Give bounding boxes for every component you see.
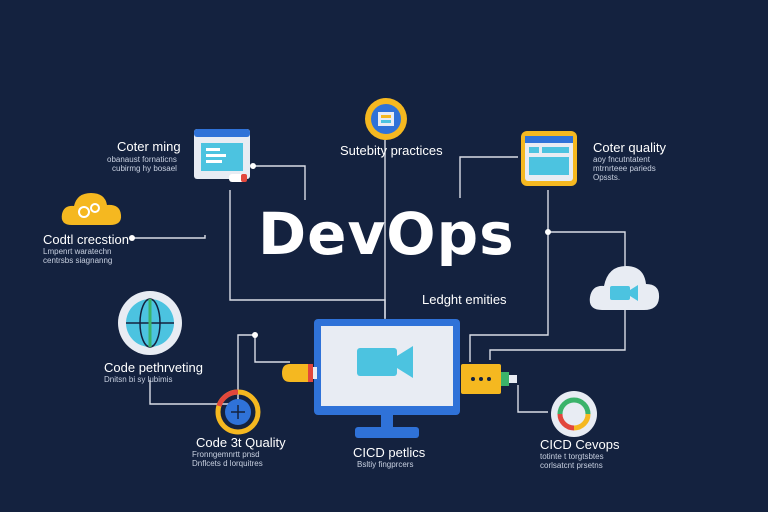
diagram-title: DevOps	[258, 200, 515, 268]
connector-top-right	[459, 156, 518, 198]
video-cloud-icon	[589, 266, 660, 310]
sublabel-bottom-left-1: Fronngemnrtt pnsd	[192, 450, 260, 459]
junction-dot	[252, 332, 258, 338]
dashboard-window-icon	[521, 131, 577, 186]
sublabel-top-left-2: cubirmg hy bosael	[112, 164, 177, 173]
monitor-video-icon	[314, 319, 460, 438]
sublabel-bottom-center: Bsltiy fingprcers	[357, 460, 414, 469]
sublabel-bottom-left-2: Dnflcets d lorquitres	[192, 459, 263, 468]
sublabel-top-right-3: Opssts.	[593, 173, 621, 182]
junction-dot	[545, 229, 551, 235]
label-left-lower: Code pethrveting	[104, 360, 204, 375]
label-top-center: Sutebity practices	[340, 143, 443, 158]
usb-drive-icon	[461, 364, 517, 394]
junction-dot	[129, 235, 135, 241]
sublabel-top-left-1: obanaust fornaticns	[107, 155, 177, 164]
sublabel-bottom-right-2: corlsatcnt prsetns	[540, 461, 603, 470]
gears-cloud-icon	[61, 193, 122, 225]
quality-gauge-icon	[215, 389, 261, 435]
connector-top-left	[253, 165, 306, 200]
junction-dot	[250, 163, 256, 169]
sublabel-top-right-1: aoy fncutntatent	[593, 155, 650, 164]
cicd-cycle-icon	[551, 391, 597, 437]
connector-left-middle	[132, 235, 206, 239]
label-top-right: Coter quality	[593, 140, 666, 155]
browser-window-icon	[194, 129, 250, 182]
sublabel-left-lower: Dnitsn bi sy lubimis	[104, 375, 173, 384]
label-center-right: Ledght emities	[422, 292, 507, 307]
connector-dashboard-drive	[469, 190, 549, 362]
security-badge-icon	[365, 98, 407, 140]
connector-bottom-right	[517, 385, 548, 413]
label-left-middle: Codtl crecstion	[43, 232, 129, 247]
label-bottom-right: CICD Cevops	[540, 437, 620, 452]
label-bottom-center: CICD petlics	[353, 445, 426, 460]
sublabel-left-middle-2: centrsbs siagnanng	[43, 256, 113, 265]
label-bottom-left: Code 3t Quality	[196, 435, 286, 450]
usb-plug-icon	[282, 364, 317, 382]
globe-icon	[118, 291, 182, 355]
sublabel-top-right-2: mtrnrteee parieds	[593, 164, 656, 173]
connector-right-cloud-drive	[489, 300, 626, 360]
sublabel-bottom-right-1: totinte t torgtsbtes	[540, 452, 604, 461]
connector-to-plug	[254, 335, 290, 363]
sublabel-left-middle-1: Lmpenrt waratechn	[43, 247, 112, 256]
label-top-left: Coter ming	[117, 139, 181, 154]
